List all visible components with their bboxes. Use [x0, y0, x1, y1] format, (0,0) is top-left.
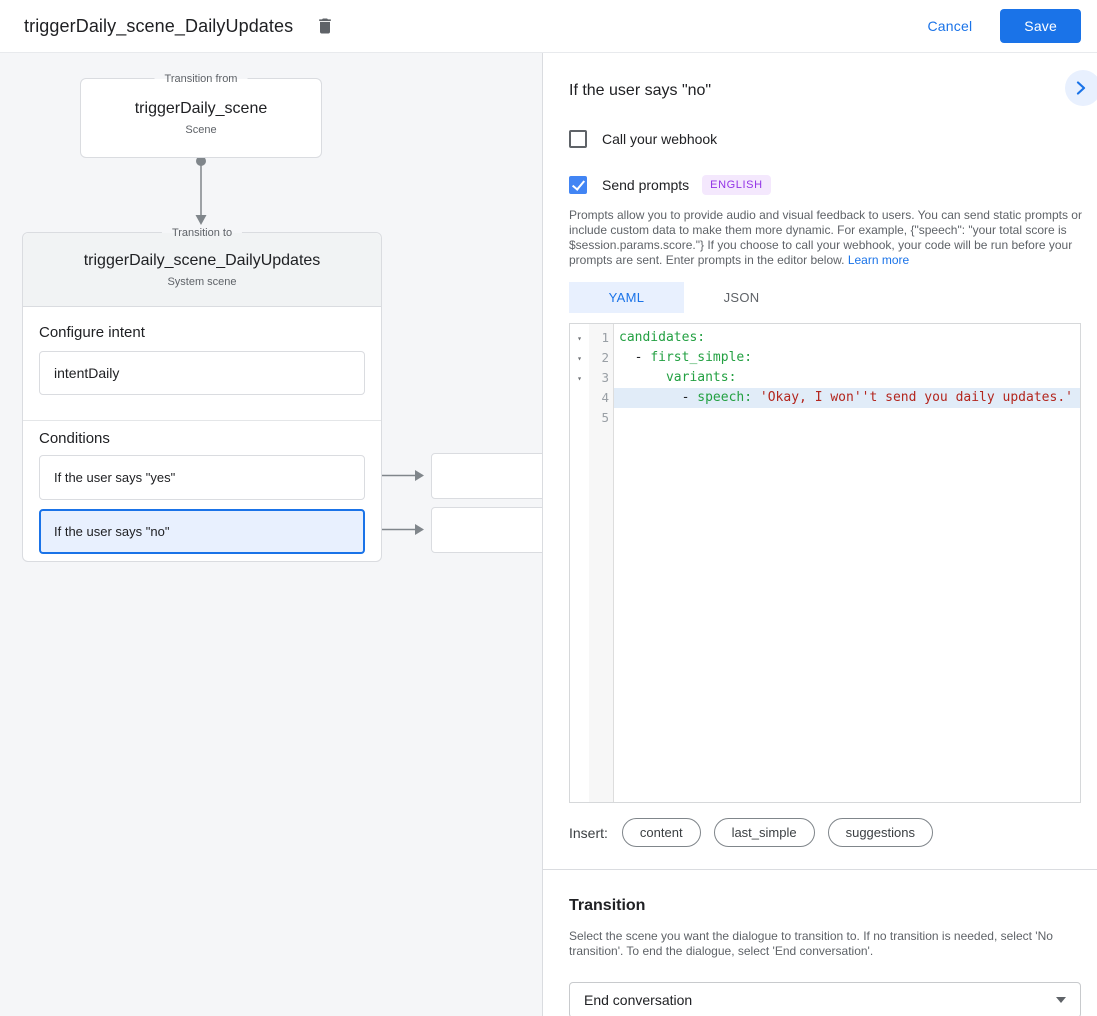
editor-format-tabs: YAML JSON: [569, 282, 1080, 313]
insert-chip-content[interactable]: content: [621, 818, 701, 847]
cancel-button[interactable]: Cancel: [927, 18, 973, 34]
transition-to-node: Transition to triggerDaily_scene_DailyUp…: [22, 225, 382, 562]
line-number: 1: [601, 330, 609, 345]
fold-arrow-icon[interactable]: ▾: [577, 373, 582, 383]
transition-dropdown-value: End conversation: [584, 992, 693, 1008]
delete-button[interactable]: [311, 11, 339, 41]
condition-item[interactable]: If the user says "no": [39, 509, 365, 554]
to-node-header[interactable]: triggerDaily_scene_DailyUpdates System s…: [23, 233, 381, 307]
configure-intent-label: Configure intent: [39, 324, 145, 341]
tab-yaml[interactable]: YAML: [569, 282, 684, 313]
save-button[interactable]: Save: [1000, 9, 1081, 43]
page-title: triggerDaily_scene_DailyUpdates: [24, 15, 294, 36]
condition-target-node[interactable]: [431, 507, 542, 553]
code-line[interactable]: - speech: 'Okay, I won''t send you daily…: [614, 388, 1080, 408]
to-scene-name: triggerDaily_scene_DailyUpdates: [83, 251, 321, 269]
fold-gutter-cell: [570, 408, 589, 428]
condition-target-node[interactable]: [431, 453, 542, 499]
call-webhook-label: Call your webhook: [602, 131, 718, 147]
collapse-panel-button[interactable]: [1065, 70, 1097, 106]
conditions-label: Conditions: [39, 430, 110, 447]
code-line[interactable]: variants:: [665, 370, 737, 385]
transition-description: Select the scene you want the dialogue t…: [569, 929, 1053, 958]
line-number: 4: [601, 390, 609, 405]
line-number: 3: [601, 370, 609, 385]
transition-to-legend: Transition to: [161, 225, 243, 241]
send-prompts-checkbox[interactable]: [569, 176, 587, 194]
language-badge: ENGLISH: [702, 175, 771, 195]
condition-settings-panel: If the user says "no" Call your webhook …: [542, 53, 1097, 1016]
call-webhook-row[interactable]: Call your webhook: [569, 130, 1080, 148]
editor-code-area[interactable]: candidates: - first_simple: variants: - …: [614, 324, 1080, 802]
transition-from-node[interactable]: Transition from triggerDaily_scene Scene: [80, 71, 322, 158]
insert-chips: content last_simple suggestions: [621, 818, 946, 847]
fold-arrow-icon[interactable]: ▾: [577, 353, 582, 363]
panel-title: If the user says "no": [569, 82, 712, 99]
editor-line-numbers: 1 2 3 4 5: [589, 324, 614, 802]
code-line[interactable]: candidates:: [619, 330, 706, 345]
transition-heading: Transition: [569, 897, 646, 914]
prompts-description: Prompts allow you to provide audio and v…: [569, 208, 1082, 267]
line-number: 5: [601, 410, 609, 425]
section-divider: [543, 869, 1097, 870]
top-bar: triggerDaily_scene_DailyUpdates Cancel S…: [0, 0, 1097, 53]
fold-gutter-cell: [570, 388, 589, 408]
to-scene-type: System scene: [167, 275, 237, 288]
code-line[interactable]: - first_simple:: [619, 350, 753, 365]
condition-item[interactable]: If the user says "yes": [39, 455, 365, 500]
call-webhook-checkbox[interactable]: [569, 130, 587, 148]
transition-from-legend: Transition from: [154, 71, 248, 87]
insert-row: Insert: content last_simple suggestions: [569, 818, 1080, 847]
intent-field[interactable]: intentDaily: [39, 351, 365, 395]
dropdown-caret-icon: [1056, 997, 1066, 1003]
tab-json[interactable]: JSON: [723, 290, 760, 305]
from-scene-name: triggerDaily_scene: [134, 100, 268, 117]
trash-icon: [315, 15, 335, 37]
prompt-code-editor[interactable]: ▾ ▾ ▾ 1 2 3 4 5 candidates: - first_simple: va…: [569, 323, 1081, 803]
insert-chip-last_simple[interactable]: last_simple: [713, 818, 815, 847]
fold-arrow-icon[interactable]: ▾: [577, 333, 582, 343]
line-number: 2: [601, 350, 609, 365]
configure-intent-section: Configure intent intentDaily: [23, 307, 381, 421]
insert-label: Insert:: [569, 824, 608, 841]
scene-diagram-canvas[interactable]: Transition from triggerDaily_scene Scene…: [0, 53, 542, 1016]
insert-chip-suggestions[interactable]: suggestions: [827, 818, 933, 847]
chevron-right-icon: [1074, 81, 1088, 95]
send-prompts-row[interactable]: Send prompts ENGLISH: [569, 175, 1080, 195]
transition-dropdown[interactable]: End conversation: [569, 982, 1081, 1016]
code-line[interactable]: [614, 408, 1080, 428]
editor-fold-gutter: ▾ ▾ ▾: [570, 324, 589, 802]
from-scene-type: Scene: [185, 124, 217, 136]
conditions-list: If the user says "yes" If the user says "…: [39, 455, 365, 554]
learn-more-link[interactable]: Learn more: [847, 253, 910, 267]
conditions-section: Conditions If the user says "yes"If the …: [23, 421, 381, 561]
send-prompts-label: Send prompts: [602, 177, 690, 193]
